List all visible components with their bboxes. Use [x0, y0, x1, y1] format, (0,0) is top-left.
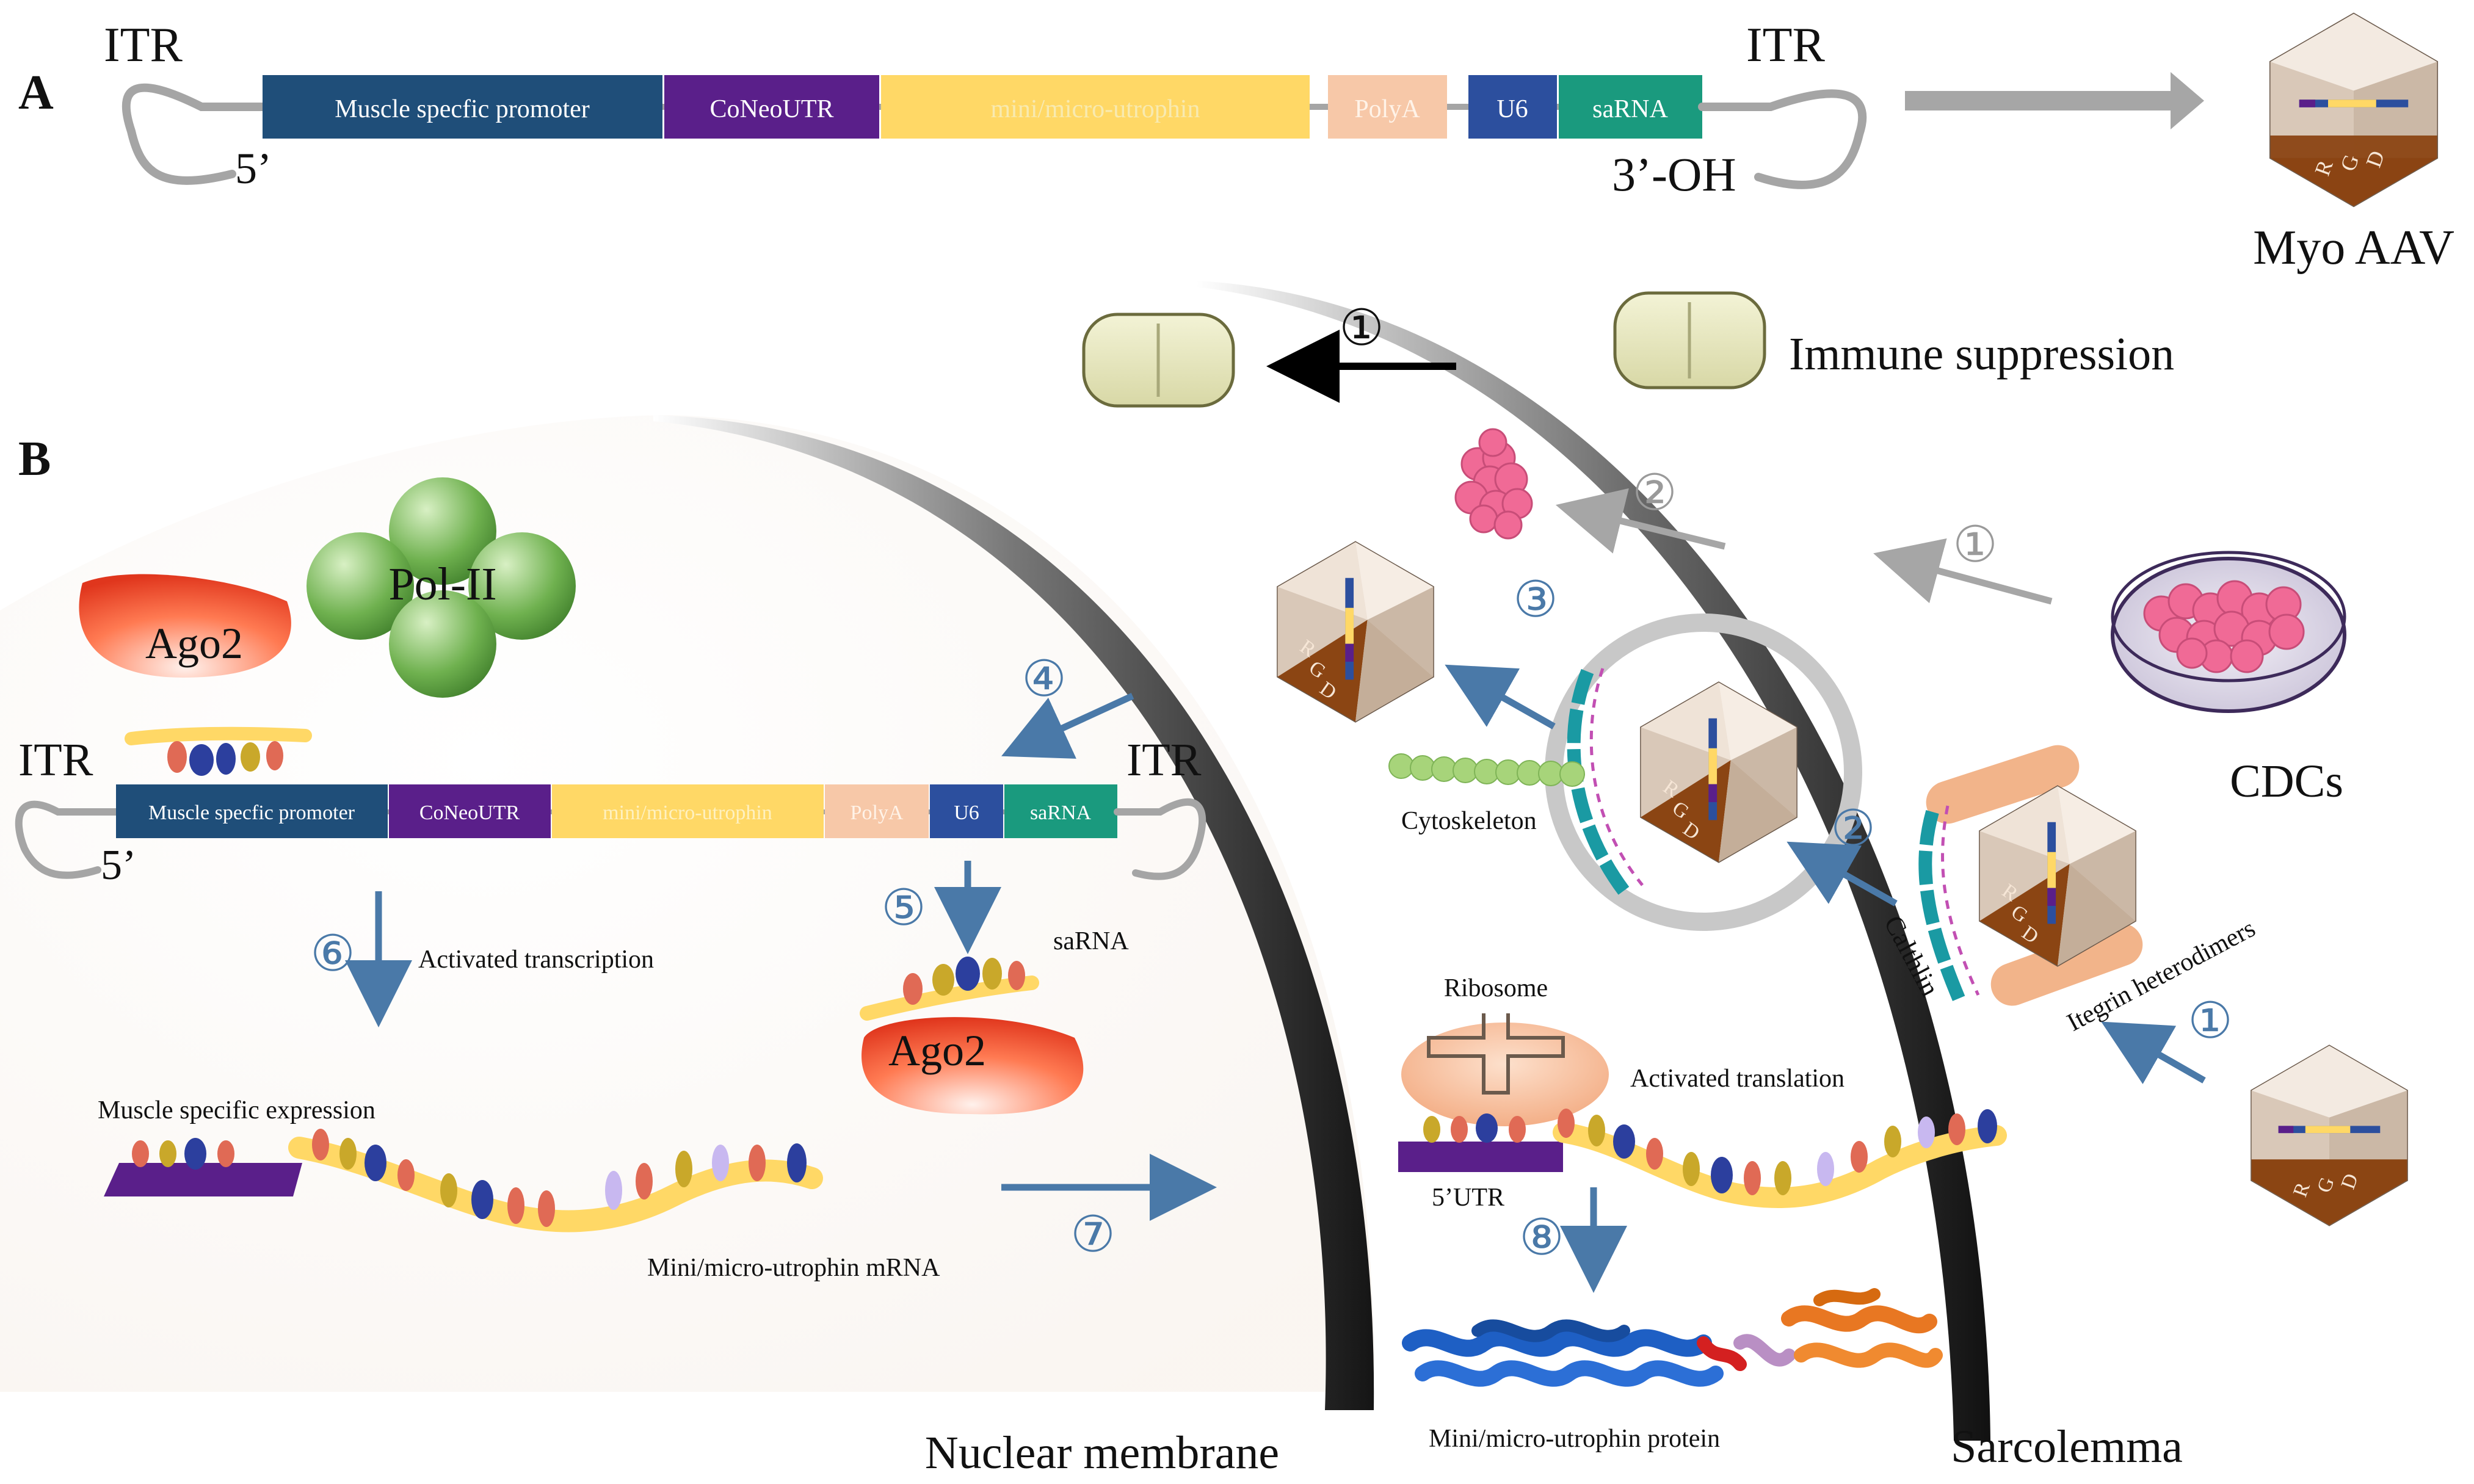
tablet-left: [1082, 313, 1235, 408]
capsid-incoming: R G D: [2251, 1044, 2408, 1226]
step-6-transcription: ⑥: [310, 926, 355, 982]
mrna-cytoplasm: [1398, 1109, 2007, 1208]
itr-left-hairpin-b: [15, 800, 120, 879]
segment-polya-label-b: PolyA: [851, 802, 904, 824]
panel-b: B Sarcolemma Nuclear membrane Immune sup…: [0, 281, 2408, 1479]
itr-left-hairpin-a: [122, 83, 267, 185]
sarcolemma-label: Sarcolemma: [1951, 1421, 2183, 1472]
segment-u6-b: [930, 784, 1003, 838]
step-5-sarna: ⑤: [881, 880, 926, 936]
pol2-complex: [307, 477, 576, 698]
step-4-nuclear-entry: ④: [1021, 651, 1067, 707]
capsid-cytoplasm: R G D: [1278, 542, 1434, 722]
integrin-complex: [1918, 745, 2143, 1006]
segment-promoter-label-b: Muscle specfic promoter: [148, 802, 355, 824]
five-prime-label-b: 5’: [101, 842, 136, 889]
segment-polya-a: [1328, 75, 1447, 139]
panel-a: A ITR 5’ Muscle specfic promoter CoNeoUT…: [18, 12, 2454, 275]
mrna-nucleus: [104, 1129, 823, 1232]
step-2-exosome: ②: [1632, 465, 1677, 521]
segment-utrophin-label-a: mini/micro-utrophin: [991, 95, 1200, 123]
segment-u6-label-a: U6: [1496, 95, 1528, 123]
sarna-label: saRNA: [1053, 927, 1129, 955]
cytoskeleton-filament: [1388, 753, 1585, 787]
nuclear-membrane-label: Nuclear membrane: [925, 1427, 1279, 1479]
segment-promoter-b: [116, 784, 388, 838]
integrin-binding-arrow: [2101, 1021, 2206, 1084]
step-7-export: ⑦: [1070, 1207, 1115, 1262]
itr-right-hairpin-a: [1698, 89, 1867, 189]
capsid-endosome: R G D: [1641, 682, 1797, 862]
exosome-cluster: [1454, 428, 1533, 540]
itr-right-label-b: ITR: [1126, 734, 1202, 786]
exosome-arrow: [1555, 488, 1726, 554]
segment-polya-label-a: PolyA: [1354, 95, 1420, 123]
segment-utrophin-a: [881, 75, 1310, 139]
ago2-top-label: Ago2: [145, 619, 243, 668]
step-3-escape: ③: [1513, 572, 1558, 628]
segment-coneoutr-label-a: CoNeoUTR: [710, 95, 834, 123]
immune-suppression-label: Immune suppression: [1789, 328, 2174, 380]
activated-translation-label: Activated translation: [1630, 1065, 1845, 1093]
segment-promoter-a: [263, 75, 662, 139]
segment-utrophin-label-b: mini/micro-utrophin: [603, 802, 772, 824]
segment-sarna-label-a: saRNA: [1592, 95, 1668, 123]
segment-coneoutr-label-b: CoNeoUTR: [419, 802, 520, 824]
three-prime-label-a: 3’-OH: [1612, 148, 1736, 201]
cdcs-arrow: [1873, 538, 2053, 605]
myo-aav-capsid: R G D: [2269, 12, 2439, 208]
itr-left-label-a: ITR: [104, 18, 183, 72]
utrophin-protein-structure: [1402, 1288, 1943, 1387]
endocytosis-arrow: [1787, 841, 1898, 907]
panel-b-label: B: [18, 432, 51, 486]
segment-coneoutr-a: [664, 75, 879, 139]
segment-sarna-label-b: saRNA: [1030, 802, 1092, 824]
ago2-bottom-label: Ago2: [888, 1026, 986, 1075]
utr5-label: 5’UTR: [1432, 1184, 1504, 1212]
step-8-translation: ⑧: [1519, 1210, 1564, 1265]
ago2-top: [79, 574, 291, 678]
mrna-label: Mini/micro-utrophin mRNA: [647, 1254, 940, 1282]
sarna-strand-bottom: [860, 957, 1039, 1021]
step-1-integrin: ①: [2188, 993, 2233, 1049]
cdcs-dish: [2111, 551, 2346, 713]
cytoskeleton-label: Cytoskeleton: [1401, 807, 1537, 835]
segment-coneoutr-b: [389, 784, 551, 838]
escape-arrow: [1445, 664, 1556, 729]
nuclear-entry-arrow: [1001, 693, 1134, 759]
segment-promoter-label-a: Muscle specfic promoter: [335, 95, 590, 123]
itr-right-label-a: ITR: [1746, 18, 1826, 72]
segment-polya-b: [825, 784, 929, 838]
cdcs-label: CDCs: [2230, 756, 2343, 807]
ago2-bottom: [862, 1017, 1084, 1115]
panel-a-label: A: [18, 66, 54, 120]
segment-u6-label-b: U6: [954, 802, 979, 824]
capsid-integrin: R G D: [1980, 786, 2136, 966]
sarna-strand-top: [125, 726, 312, 776]
packaging-arrow-head: [2171, 72, 2204, 129]
itr-right-hairpin-b: [1114, 798, 1206, 880]
step-2-endocytosis: ②: [1830, 801, 1876, 856]
nucleus-interior: [0, 415, 1374, 1392]
segment-utrophin-b: [552, 784, 824, 838]
itr-left-label-b: ITR: [18, 734, 93, 786]
activated-transcription-label: Activated transcription: [418, 946, 654, 974]
step-1-immune: ①: [1339, 300, 1384, 356]
protein-label: Mini/micro-utrophin protein: [1429, 1425, 1720, 1453]
myo-aav-label: Myo AAV: [2253, 221, 2454, 275]
segment-u6-a: [1468, 75, 1557, 139]
segment-sarna-b: [1004, 784, 1117, 838]
ribosome: [1401, 1013, 1609, 1126]
muscle-specific-expression-label: Muscle specific expression: [98, 1096, 375, 1124]
segment-sarna-a: [1559, 75, 1702, 139]
tablet-right: [1613, 291, 1766, 389]
pol2-label: Pol-II: [388, 559, 496, 610]
ribosome-label: Ribosome: [1444, 974, 1548, 1002]
five-prime-label-a: 5’: [235, 144, 272, 193]
step-1-cdcs: ①: [1953, 517, 1998, 573]
